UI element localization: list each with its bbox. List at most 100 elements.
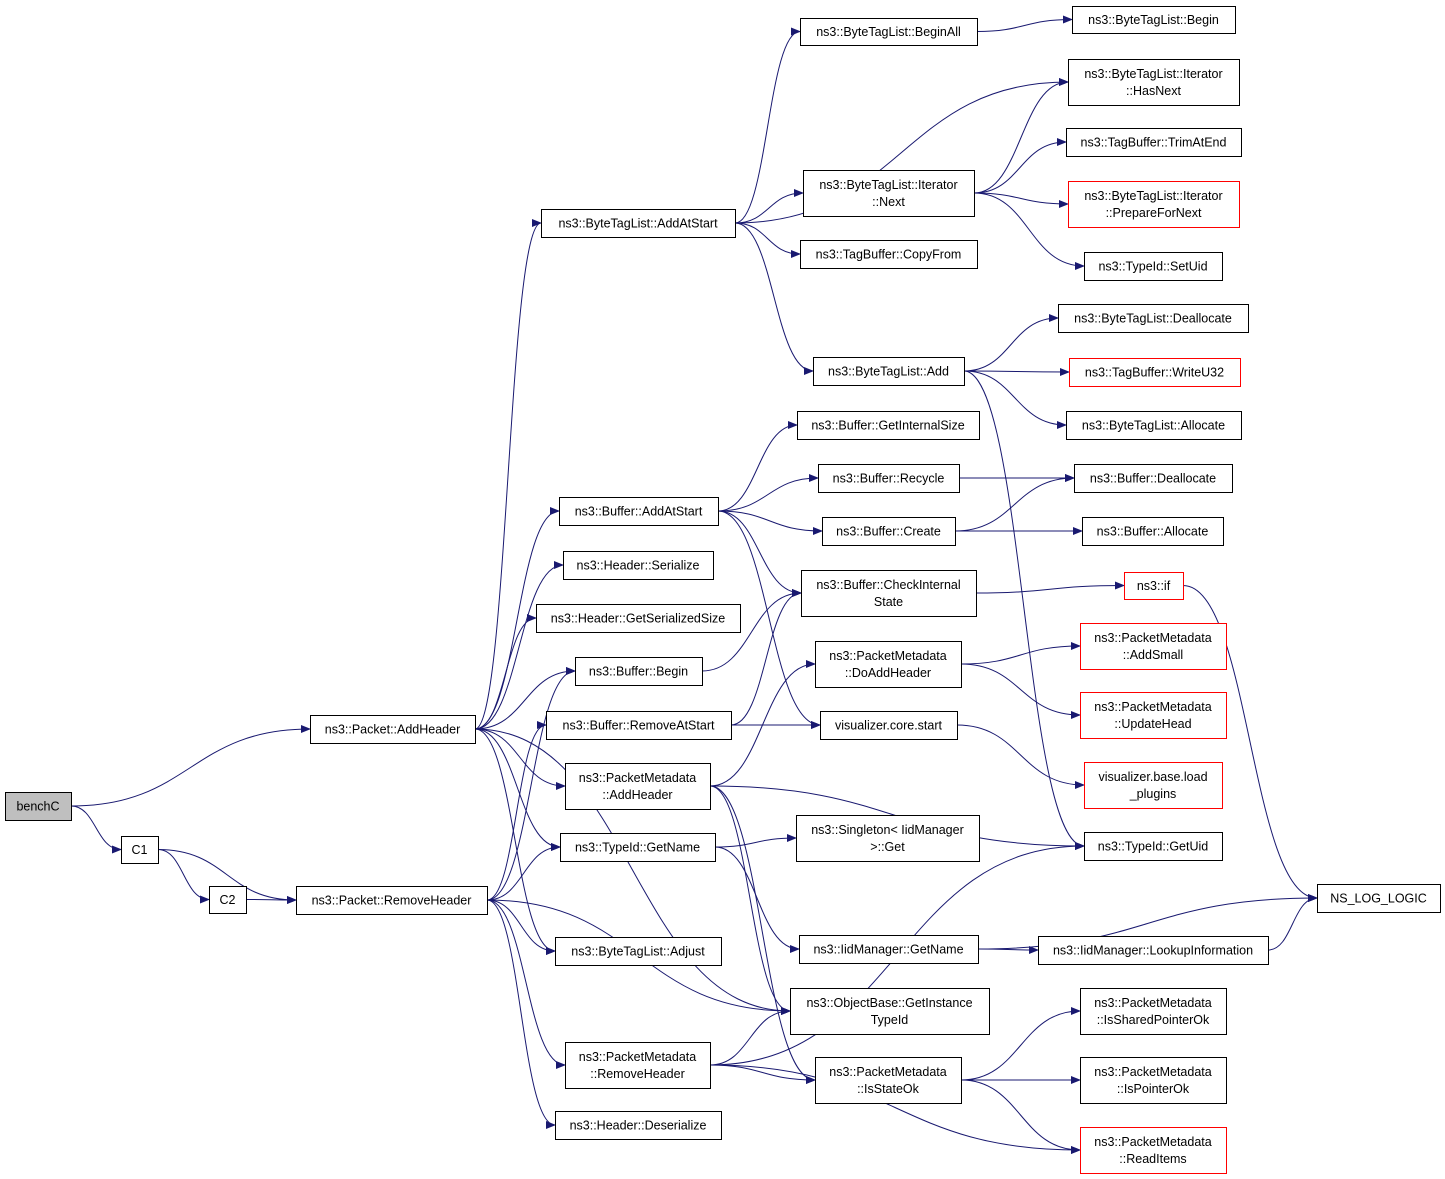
node-btlAllocate[interactable]: ns3::ByteTagList::Allocate bbox=[1066, 411, 1242, 440]
node-box bbox=[822, 517, 956, 546]
node-tbTrimAtEnd[interactable]: ns3::TagBuffer::TrimAtEnd bbox=[1066, 128, 1242, 157]
node-bufDeallocate[interactable]: ns3::Buffer::Deallocate bbox=[1074, 464, 1233, 493]
edge-path bbox=[157, 849, 297, 904]
node-addHeader[interactable]: ns3::Packet::AddHeader bbox=[310, 715, 476, 744]
node-C2[interactable]: C2 bbox=[209, 886, 247, 914]
node-tbWriteU32[interactable]: ns3::TagBuffer::WriteU32 bbox=[1069, 358, 1241, 387]
edge-addHeader-to-hdrGetSerSize bbox=[474, 614, 537, 730]
node-box bbox=[803, 170, 975, 217]
edge-path bbox=[734, 189, 804, 224]
node-btlIterPrepare[interactable]: ns3::ByteTagList::Iterator::PrepareForNe… bbox=[1068, 181, 1240, 228]
node-nsLogLogic[interactable]: NS_LOG_LOGIC bbox=[1317, 884, 1441, 913]
node-btlAddAtStart[interactable]: ns3::ByteTagList::AddAtStart bbox=[541, 209, 736, 238]
edge-pmRemoveHeader-to-pmReadItems bbox=[709, 1064, 1081, 1154]
node-btlBeginAll[interactable]: ns3::ByteTagList::BeginAll bbox=[800, 18, 978, 46]
edge-path bbox=[973, 192, 1069, 208]
node-label: ns3::Buffer::Recycle bbox=[833, 472, 945, 486]
node-bufAddAtStart[interactable]: ns3::Buffer::AddAtStart bbox=[559, 497, 719, 526]
node-iidGetName[interactable]: ns3::IidManager::GetName bbox=[799, 935, 979, 964]
node-box bbox=[310, 715, 476, 744]
edge-bufAddAtStart-to-bufRecycle bbox=[717, 474, 819, 512]
node-btlIterNext[interactable]: ns3::ByteTagList::Iterator::Next bbox=[803, 170, 975, 217]
node-hdrGetSerSize[interactable]: ns3::Header::GetSerializedSize bbox=[536, 604, 741, 633]
edge-pmAddHeader-to-pmDoAddHeader bbox=[709, 660, 816, 787]
node-label: visualizer.base.load bbox=[1098, 770, 1207, 784]
edge-C1-to-removeHeader bbox=[157, 849, 297, 904]
edge-path bbox=[963, 370, 1085, 850]
node-label: ::Next bbox=[872, 195, 905, 209]
node-iidLookupInfo[interactable]: ns3::IidManager::LookupInformation bbox=[1038, 936, 1269, 965]
edge-bufRemoveAtStart-to-bufCheckInternal bbox=[730, 589, 802, 726]
node-vizLoadPlugins[interactable]: visualizer.base.load_plugins bbox=[1084, 762, 1223, 809]
node-box bbox=[1069, 358, 1241, 387]
edge-btlAdd-to-tbWriteU32 bbox=[963, 367, 1070, 376]
node-tbCopyFrom[interactable]: ns3::TagBuffer::CopyFrom bbox=[800, 240, 978, 269]
node-pmAddSmall[interactable]: ns3::PacketMetadata::AddSmall bbox=[1080, 623, 1227, 670]
node-hdrSerialize[interactable]: ns3::Header::Serialize bbox=[563, 551, 714, 580]
edge-pmDoAddHeader-to-pmUpdateHead bbox=[960, 663, 1081, 719]
node-btlAdjust[interactable]: ns3::ByteTagList::Adjust bbox=[555, 937, 722, 966]
node-label: ns3::TagBuffer::WriteU32 bbox=[1085, 366, 1224, 380]
edge-path bbox=[474, 728, 556, 955]
node-typeIdGetName[interactable]: ns3::TypeId::GetName bbox=[560, 833, 716, 862]
node-hdrDeserialize[interactable]: ns3::Header::Deserialize bbox=[555, 1111, 722, 1140]
node-label: ns3::PacketMetadata bbox=[829, 649, 946, 663]
edge-path bbox=[956, 724, 1085, 789]
node-typeIdSetUid[interactable]: ns3::TypeId::SetUid bbox=[1084, 252, 1223, 281]
node-box bbox=[296, 886, 488, 915]
node-ns3if[interactable]: ns3::if bbox=[1124, 572, 1184, 600]
node-label: ns3::Buffer::CheckInternal bbox=[816, 578, 960, 592]
edge-path bbox=[486, 899, 556, 955]
node-label: ns3::Packet::AddHeader bbox=[325, 723, 461, 737]
node-label: ns3::Buffer::Create bbox=[836, 525, 941, 539]
node-singletonGet[interactable]: ns3::Singleton< IidManager>::Get bbox=[796, 815, 980, 862]
node-pmDoAddHeader[interactable]: ns3::PacketMetadata::DoAddHeader bbox=[815, 641, 962, 688]
node-pmAddHeader[interactable]: ns3::PacketMetadata::AddHeader bbox=[565, 763, 711, 810]
node-btlDeallocate[interactable]: ns3::ByteTagList::Deallocate bbox=[1058, 304, 1249, 333]
node-benchC[interactable]: benchC bbox=[5, 792, 72, 821]
node-box bbox=[563, 551, 714, 580]
node-bufBegin[interactable]: ns3::Buffer::Begin bbox=[575, 657, 703, 686]
node-label: ::HasNext bbox=[1126, 84, 1181, 98]
edge-C2-to-removeHeader bbox=[245, 895, 297, 904]
node-box bbox=[801, 570, 977, 617]
node-pmIsStateOk[interactable]: ns3::PacketMetadata::IsStateOk bbox=[815, 1057, 962, 1104]
node-removeHeader[interactable]: ns3::Packet::RemoveHeader bbox=[296, 886, 488, 915]
node-pmUpdateHead[interactable]: ns3::PacketMetadata::UpdateHead bbox=[1080, 692, 1227, 739]
edge-path bbox=[709, 1007, 791, 1066]
call-edges bbox=[70, 15, 1318, 1154]
node-btlBegin[interactable]: ns3::ByteTagList::Begin bbox=[1072, 6, 1236, 34]
node-label: ns3::Buffer::GetInternalSize bbox=[811, 419, 964, 433]
node-label: ::DoAddHeader bbox=[845, 666, 931, 680]
node-typeIdGetUid[interactable]: ns3::TypeId::GetUid bbox=[1084, 832, 1223, 861]
node-vizCoreStart[interactable]: visualizer.core.start bbox=[820, 711, 958, 740]
edge-path bbox=[474, 728, 561, 851]
node-bufCreate[interactable]: ns3::Buffer::Create bbox=[822, 517, 956, 546]
edge-pmIsStateOk-to-pmIsSharedPointerOk bbox=[960, 1007, 1081, 1081]
edge-path bbox=[717, 510, 823, 535]
node-bufRecycle[interactable]: ns3::Buffer::Recycle bbox=[818, 464, 960, 493]
node-bufAllocate[interactable]: ns3::Buffer::Allocate bbox=[1082, 517, 1224, 546]
edge-bufCreate-to-bufDeallocate bbox=[954, 474, 1075, 532]
edge-btlIterNext-to-btlIterHasNext bbox=[973, 78, 1069, 194]
node-label: ns3::PacketMetadata bbox=[1094, 700, 1211, 714]
node-bufGetInternalSize[interactable]: ns3::Buffer::GetInternalSize bbox=[797, 411, 980, 440]
edge-typeIdGetName-to-singletonGet bbox=[714, 834, 797, 848]
node-pmReadItems[interactable]: ns3::PacketMetadata::ReadItems bbox=[1080, 1127, 1227, 1174]
edge-path bbox=[709, 785, 816, 1084]
edge-btlAdd-to-btlDeallocate bbox=[963, 314, 1059, 372]
node-pmIsPointerOk[interactable]: ns3::PacketMetadata::IsPointerOk bbox=[1080, 1057, 1227, 1104]
node-btlAdd[interactable]: ns3::ByteTagList::Add bbox=[813, 357, 965, 386]
node-C1[interactable]: C1 bbox=[121, 836, 159, 864]
edge-ns3if-to-nsLogLogic bbox=[1182, 585, 1318, 902]
node-label: ns3::ByteTagList::Add bbox=[828, 365, 949, 379]
node-label: ns3::Buffer::RemoveAtStart bbox=[563, 719, 715, 733]
node-pmIsSharedPointerOk[interactable]: ns3::PacketMetadata::IsSharedPointerOk bbox=[1080, 988, 1227, 1035]
node-btlIterHasNext[interactable]: ns3::ByteTagList::Iterator::HasNext bbox=[1068, 59, 1240, 106]
node-bufRemoveAtStart[interactable]: ns3::Buffer::RemoveAtStart bbox=[546, 711, 732, 740]
edge-path bbox=[973, 78, 1069, 194]
node-box bbox=[536, 604, 741, 633]
node-pmRemoveHeader[interactable]: ns3::PacketMetadata::RemoveHeader bbox=[565, 1042, 711, 1089]
